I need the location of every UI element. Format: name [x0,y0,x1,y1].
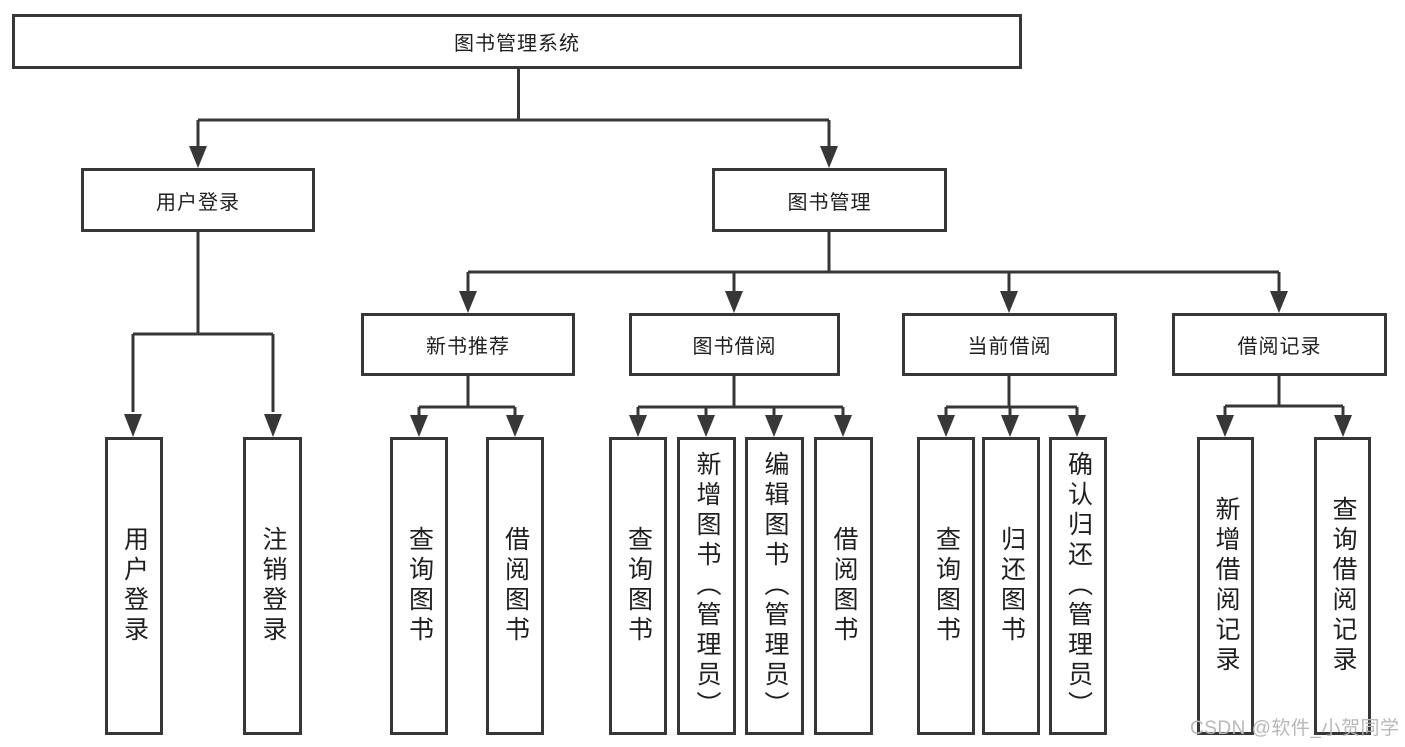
leaf-borrow-books-1-label: 借阅图书 [501,526,530,646]
leaf-borrow-books-2: 借阅图书 [814,437,873,735]
node-root-label: 图书管理系统 [454,33,580,55]
watermark-text: CSDN @软件_小贺同学 [1190,718,1400,739]
leaf-query-books-3-label: 查询图书 [932,526,961,646]
node-new-book-recommend: 新书推荐 [361,313,575,376]
node-current-borrowing: 当前借阅 [902,313,1117,376]
leaf-query-borrow-record: 查询借阅记录 [1314,437,1371,735]
leaf-logout-label: 注销登录 [259,526,287,646]
node-book-management: 图书管理 [712,168,947,232]
leaf-borrow-books-1: 借阅图书 [486,437,544,735]
leaf-query-books-1: 查询图书 [390,437,448,735]
leaf-user-login-label: 用户登录 [120,526,149,646]
leaf-add-borrow-record-label: 新增借阅记录 [1212,496,1240,676]
node-user-login-label: 用户登录 [156,191,240,214]
leaf-confirm-return-admin: 确认归还（管理员） [1049,437,1107,735]
node-root: 图书管理系统 [12,14,1022,69]
leaf-add-book-admin: 新增图书（管理员） [677,437,736,735]
leaf-add-borrow-record: 新增借阅记录 [1197,437,1254,735]
leaf-edit-book-admin: 编辑图书（管理员） [745,437,804,735]
leaf-edit-book-admin-label: 编辑图书（管理员） [761,451,789,721]
leaf-query-books-2-label: 查询图书 [624,526,653,646]
node-current-borrowing-label: 当前借阅 [967,336,1052,358]
node-user-login: 用户登录 [81,168,315,232]
leaf-logout: 注销登录 [243,437,302,735]
node-borrowing-records-label: 借阅记录 [1237,336,1322,358]
leaf-add-book-admin-label: 新增图书（管理员） [693,451,721,721]
leaf-return-books-label: 归还图书 [997,526,1026,646]
node-new-book-recommend-label: 新书推荐 [426,336,510,358]
leaf-user-login: 用户登录 [105,437,163,735]
leaf-borrow-books-2-label: 借阅图书 [830,526,858,646]
leaf-confirm-return-admin-label: 确认归还（管理员） [1064,451,1093,721]
leaf-query-books-3: 查询图书 [917,437,975,735]
node-book-borrowing: 图书借阅 [629,313,840,376]
node-book-management-label: 图书管理 [787,191,872,214]
node-book-borrowing-label: 图书借阅 [692,336,777,358]
leaf-query-books-1-label: 查询图书 [405,526,434,646]
node-borrowing-records: 借阅记录 [1172,313,1387,376]
leaf-return-books: 归还图书 [982,437,1040,735]
leaf-query-borrow-record-label: 查询借阅记录 [1329,496,1357,676]
leaf-query-books-2: 查询图书 [609,437,667,735]
